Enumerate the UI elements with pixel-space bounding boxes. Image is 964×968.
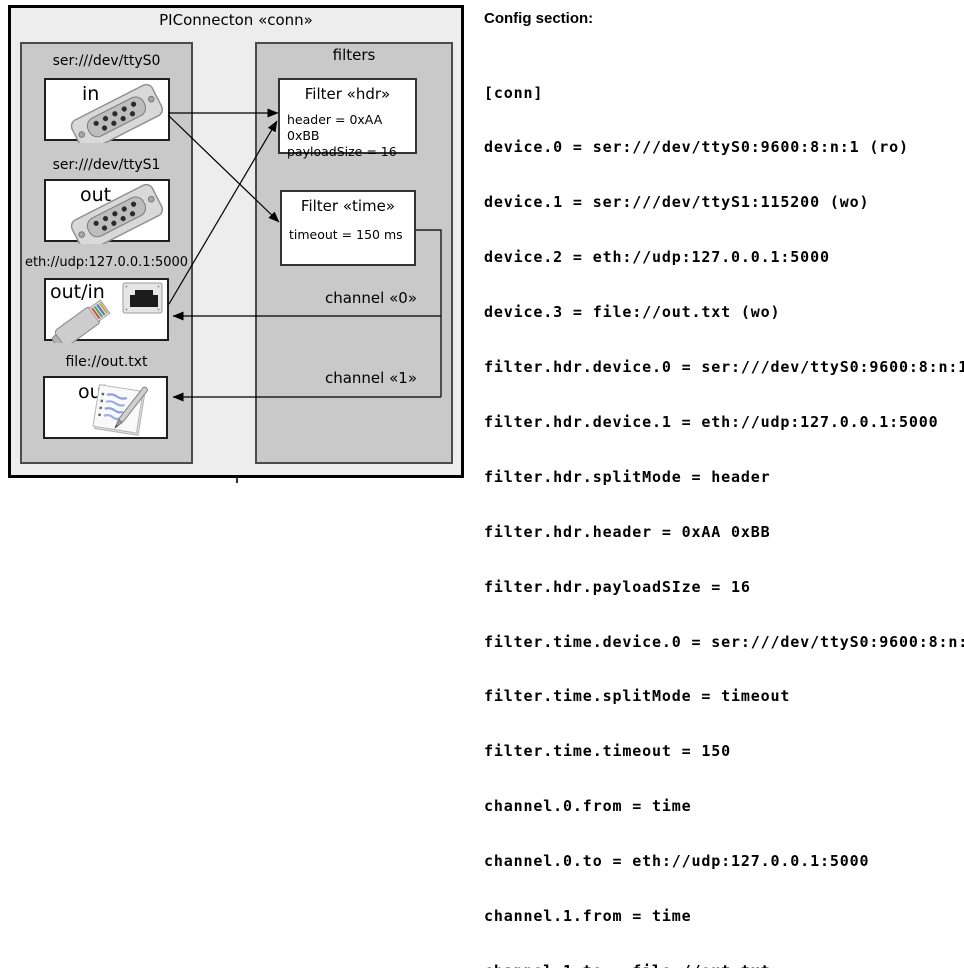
config-heading: Config section: [484,10,594,27]
config-line: channel.1.from = time [484,906,692,925]
config-line: filter.time.device.0 = ser:///dev/ttyS0:… [484,632,964,651]
config-line: filter.time.timeout = 150 [484,742,732,761]
ethernet-connector-icon [51,282,163,343]
device-label-ttys1: ser:///dev/ttyS1 [52,157,161,173]
config-line: channel.1.to = file://out.txt [484,962,964,968]
device-node-ttys0: in [44,78,170,143]
config-line: filter.hdr.device.1 = eth://udp:127.0.0.… [484,412,939,431]
device-direction: out [80,184,112,206]
config-line: device.2 = eth://udp:127.0.0.1:5000 [484,248,830,267]
devices-group: ser:///dev/ttyS0 in ser:///dev/ttyS1 [20,42,193,464]
device-label-ttys0: ser:///dev/ttyS0 [52,53,161,69]
channel-0-label: channel «0» [324,289,417,307]
config-panel: Config section: [conn] device.0 = ser://… [484,6,964,968]
connector-diagram-frame: PIConnecton «conn» ser:///dev/ttyS0 in [8,5,464,478]
filters-group: filters Filter «hdr» header = 0xAA 0xBB … [255,42,453,464]
device-node-eth: out/in [44,278,169,343]
config-line: device.3 = file://out.txt (wo) [484,303,781,322]
device-label-eth: eth://udp:127.0.0.1:5000 [24,255,189,270]
config-listing: [conn] device.0 = ser:///dev/ttyS0:9600:… [484,47,964,968]
device-label-file: file://out.txt [65,354,148,370]
serial-connector-icon [70,183,164,244]
notepad-icon [92,384,148,436]
channel-1-label: channel «1» [324,369,417,387]
filter-node-time: Filter «time» timeout = 150 ms [280,190,416,266]
device-direction: out/in [50,281,105,303]
filters-group-title: filters [332,46,376,64]
config-line: filter.hdr.payloadSIze = 16 [484,577,751,596]
config-line: filter.hdr.header = 0xAA 0xBB [484,522,771,541]
config-line: device.1 = ser:///dev/ttyS1:115200 (wo) [484,193,870,212]
device-node-ttys1: out [44,179,170,244]
filter-property: payloadSize = 16 [287,144,397,159]
config-line: [conn] [484,83,544,102]
serial-connector-icon [70,83,164,143]
config-line: filter.time.splitMode = timeout [484,687,791,706]
config-line: device.0 = ser:///dev/ttyS0:9600:8:n:1 (… [484,138,909,157]
filter-property: timeout = 150 ms [289,227,403,242]
filter-property: header = 0xAA 0xBB [287,112,383,143]
config-line: filter.hdr.splitMode = header [484,467,771,486]
config-line: channel.0.to = eth://udp:127.0.0.1:5000 [484,852,870,871]
filter-title: Filter «hdr» [304,85,391,103]
filter-title: Filter «time» [300,197,396,215]
filter-node-hdr: Filter «hdr» header = 0xAA 0xBB payloadS… [278,78,417,159]
config-line: channel.0.from = time [484,797,692,816]
config-line: filter.hdr.device.0 = ser:///dev/ttyS0:9… [484,358,964,377]
device-node-file: out [43,376,168,439]
diagram-title: PIConnecton «conn» [159,11,313,29]
device-direction: in [82,83,100,105]
